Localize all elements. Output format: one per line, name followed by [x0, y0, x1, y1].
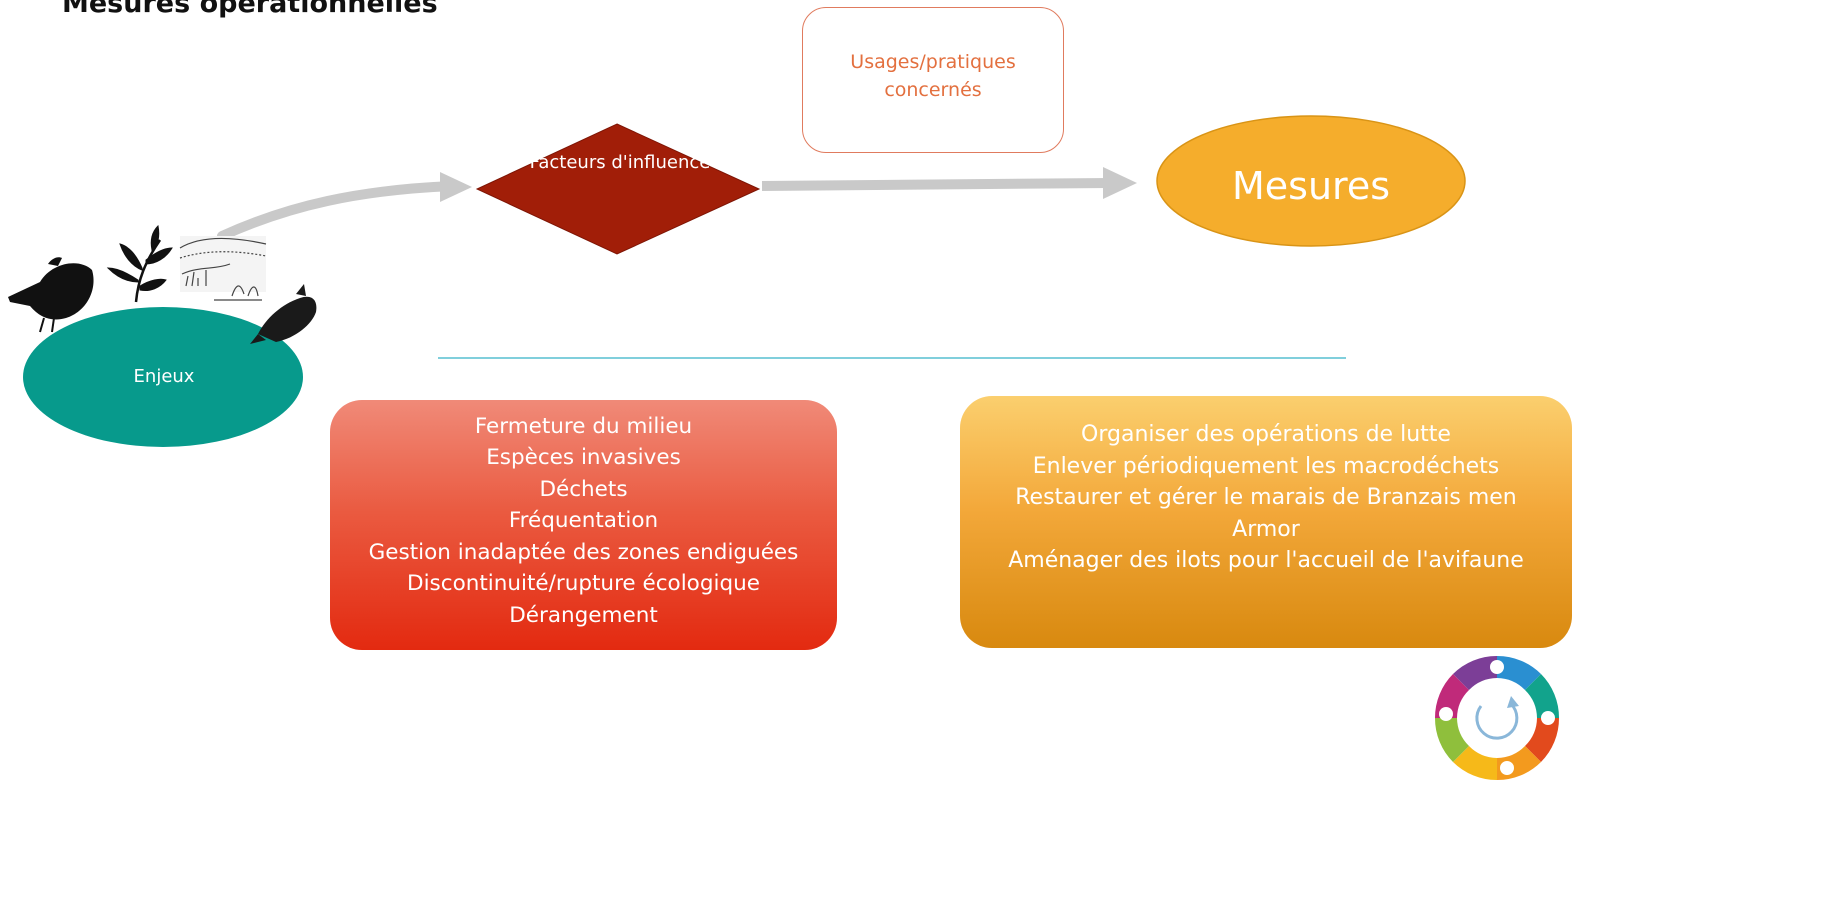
facteur-item: Fermeture du milieu: [474, 413, 693, 439]
enjeux-label: Enjeux: [133, 366, 195, 387]
arrowhead-to-mesures: [1103, 167, 1137, 199]
facteurs-diamond: [475, 123, 761, 255]
plant-icon: [106, 224, 173, 303]
mesure-item: Restaurer et gérer le marais de Branzais…: [1015, 485, 1517, 511]
usages-box: Usages/pratiques concernés: [802, 7, 1064, 153]
mesure-item: Armor: [1232, 516, 1300, 542]
facteurs-label: Facteurs d'influence: [529, 152, 711, 173]
fish-icon: [250, 284, 317, 344]
enjeux-ellipse: [23, 307, 303, 447]
arrow-enjeux-to-facteurs: [217, 181, 457, 241]
mesures-list-box: Organiser des opérations de lutte Enleve…: [960, 396, 1572, 648]
mesure-item: Aménager des ilots pour l'accueil de l'a…: [1008, 548, 1524, 574]
mesure-item: Enlever périodiquement les macrodéchets: [1032, 453, 1500, 479]
facteur-item: Gestion inadaptée des zones endiguées: [368, 539, 799, 565]
usages-label: Usages/pratiques concernés: [850, 51, 1016, 101]
mesures-ellipse: [1156, 115, 1466, 247]
mesure-item: Organiser des opérations de lutte: [1081, 422, 1451, 448]
arrowhead-to-facteurs: [440, 172, 472, 202]
mesures-label: Mesures: [1231, 164, 1390, 208]
facteur-item: Dérangement: [509, 602, 658, 628]
facteurs-list-box: Fermeture du milieu Espèces invasives Dé…: [330, 400, 837, 650]
marsh-landscape-icon: [179, 236, 267, 301]
facteur-item: Déchets: [539, 476, 628, 502]
facteur-item: Discontinuité/rupture écologique: [407, 571, 760, 597]
facteur-item: Espèces invasives: [486, 445, 681, 471]
bird-icon: [8, 257, 94, 333]
page-title: Mesures opérationnelles: [62, 0, 438, 19]
arrow-facteurs-to-mesures: [761, 178, 1111, 191]
cycle-logo: [1434, 655, 1560, 781]
facteur-item: Fréquentation: [508, 508, 659, 534]
